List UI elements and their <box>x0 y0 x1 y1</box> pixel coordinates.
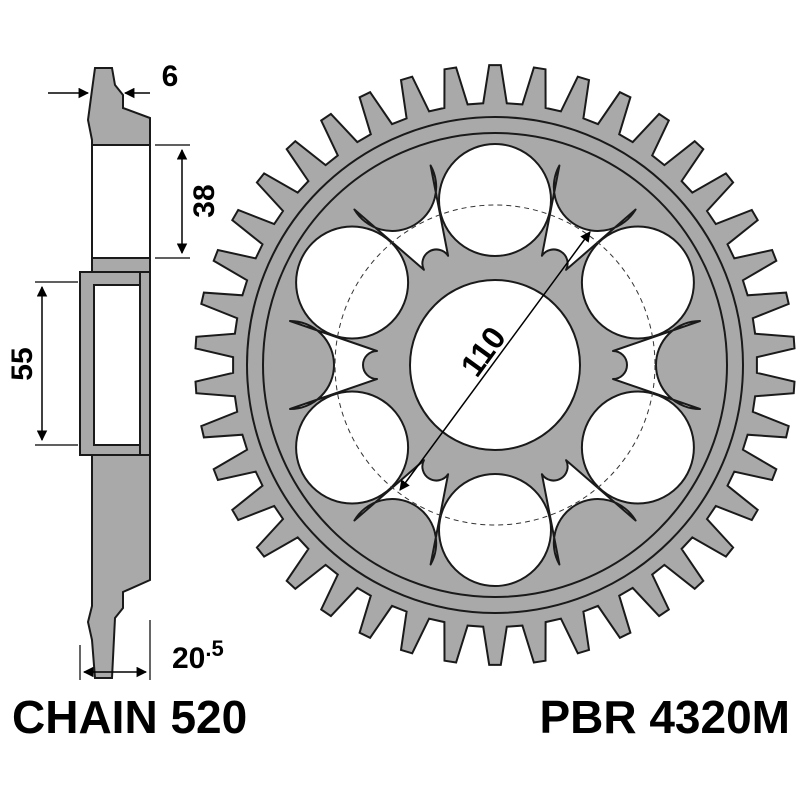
root-circle <box>246 116 744 614</box>
dim-offset-main: 20 <box>172 642 205 675</box>
part-number-label: PBR 4320M <box>539 691 790 743</box>
side-profile-view: 6 38 55 20.5 <box>6 60 224 680</box>
profile-bore-inner <box>93 284 141 446</box>
dim-offset-label: 20.5 <box>172 636 224 675</box>
pcd-circle <box>334 204 656 526</box>
dim-bore-depth: 55 <box>6 281 78 446</box>
dim-hub-width: 38 <box>155 144 221 259</box>
profile-hub-face <box>91 144 151 259</box>
lightening-cutout <box>612 320 701 410</box>
dim-offset: 20.5 <box>79 620 224 680</box>
dim-thickness-label: 6 <box>162 60 179 93</box>
dim-hub-width-label: 38 <box>188 184 221 217</box>
chain-label: CHAIN 520 <box>12 691 247 743</box>
carrier-holes <box>295 143 695 587</box>
carrier-hole <box>438 143 552 257</box>
dim-bore-depth-label: 55 <box>6 347 39 380</box>
inner-ring <box>262 132 728 598</box>
lightening-cutout <box>289 320 378 410</box>
carrier-hole <box>438 473 552 587</box>
dim-offset-sup: .5 <box>205 636 223 661</box>
dim-thickness: 6 <box>48 60 179 99</box>
sprocket-front-view: 110 <box>194 64 796 666</box>
